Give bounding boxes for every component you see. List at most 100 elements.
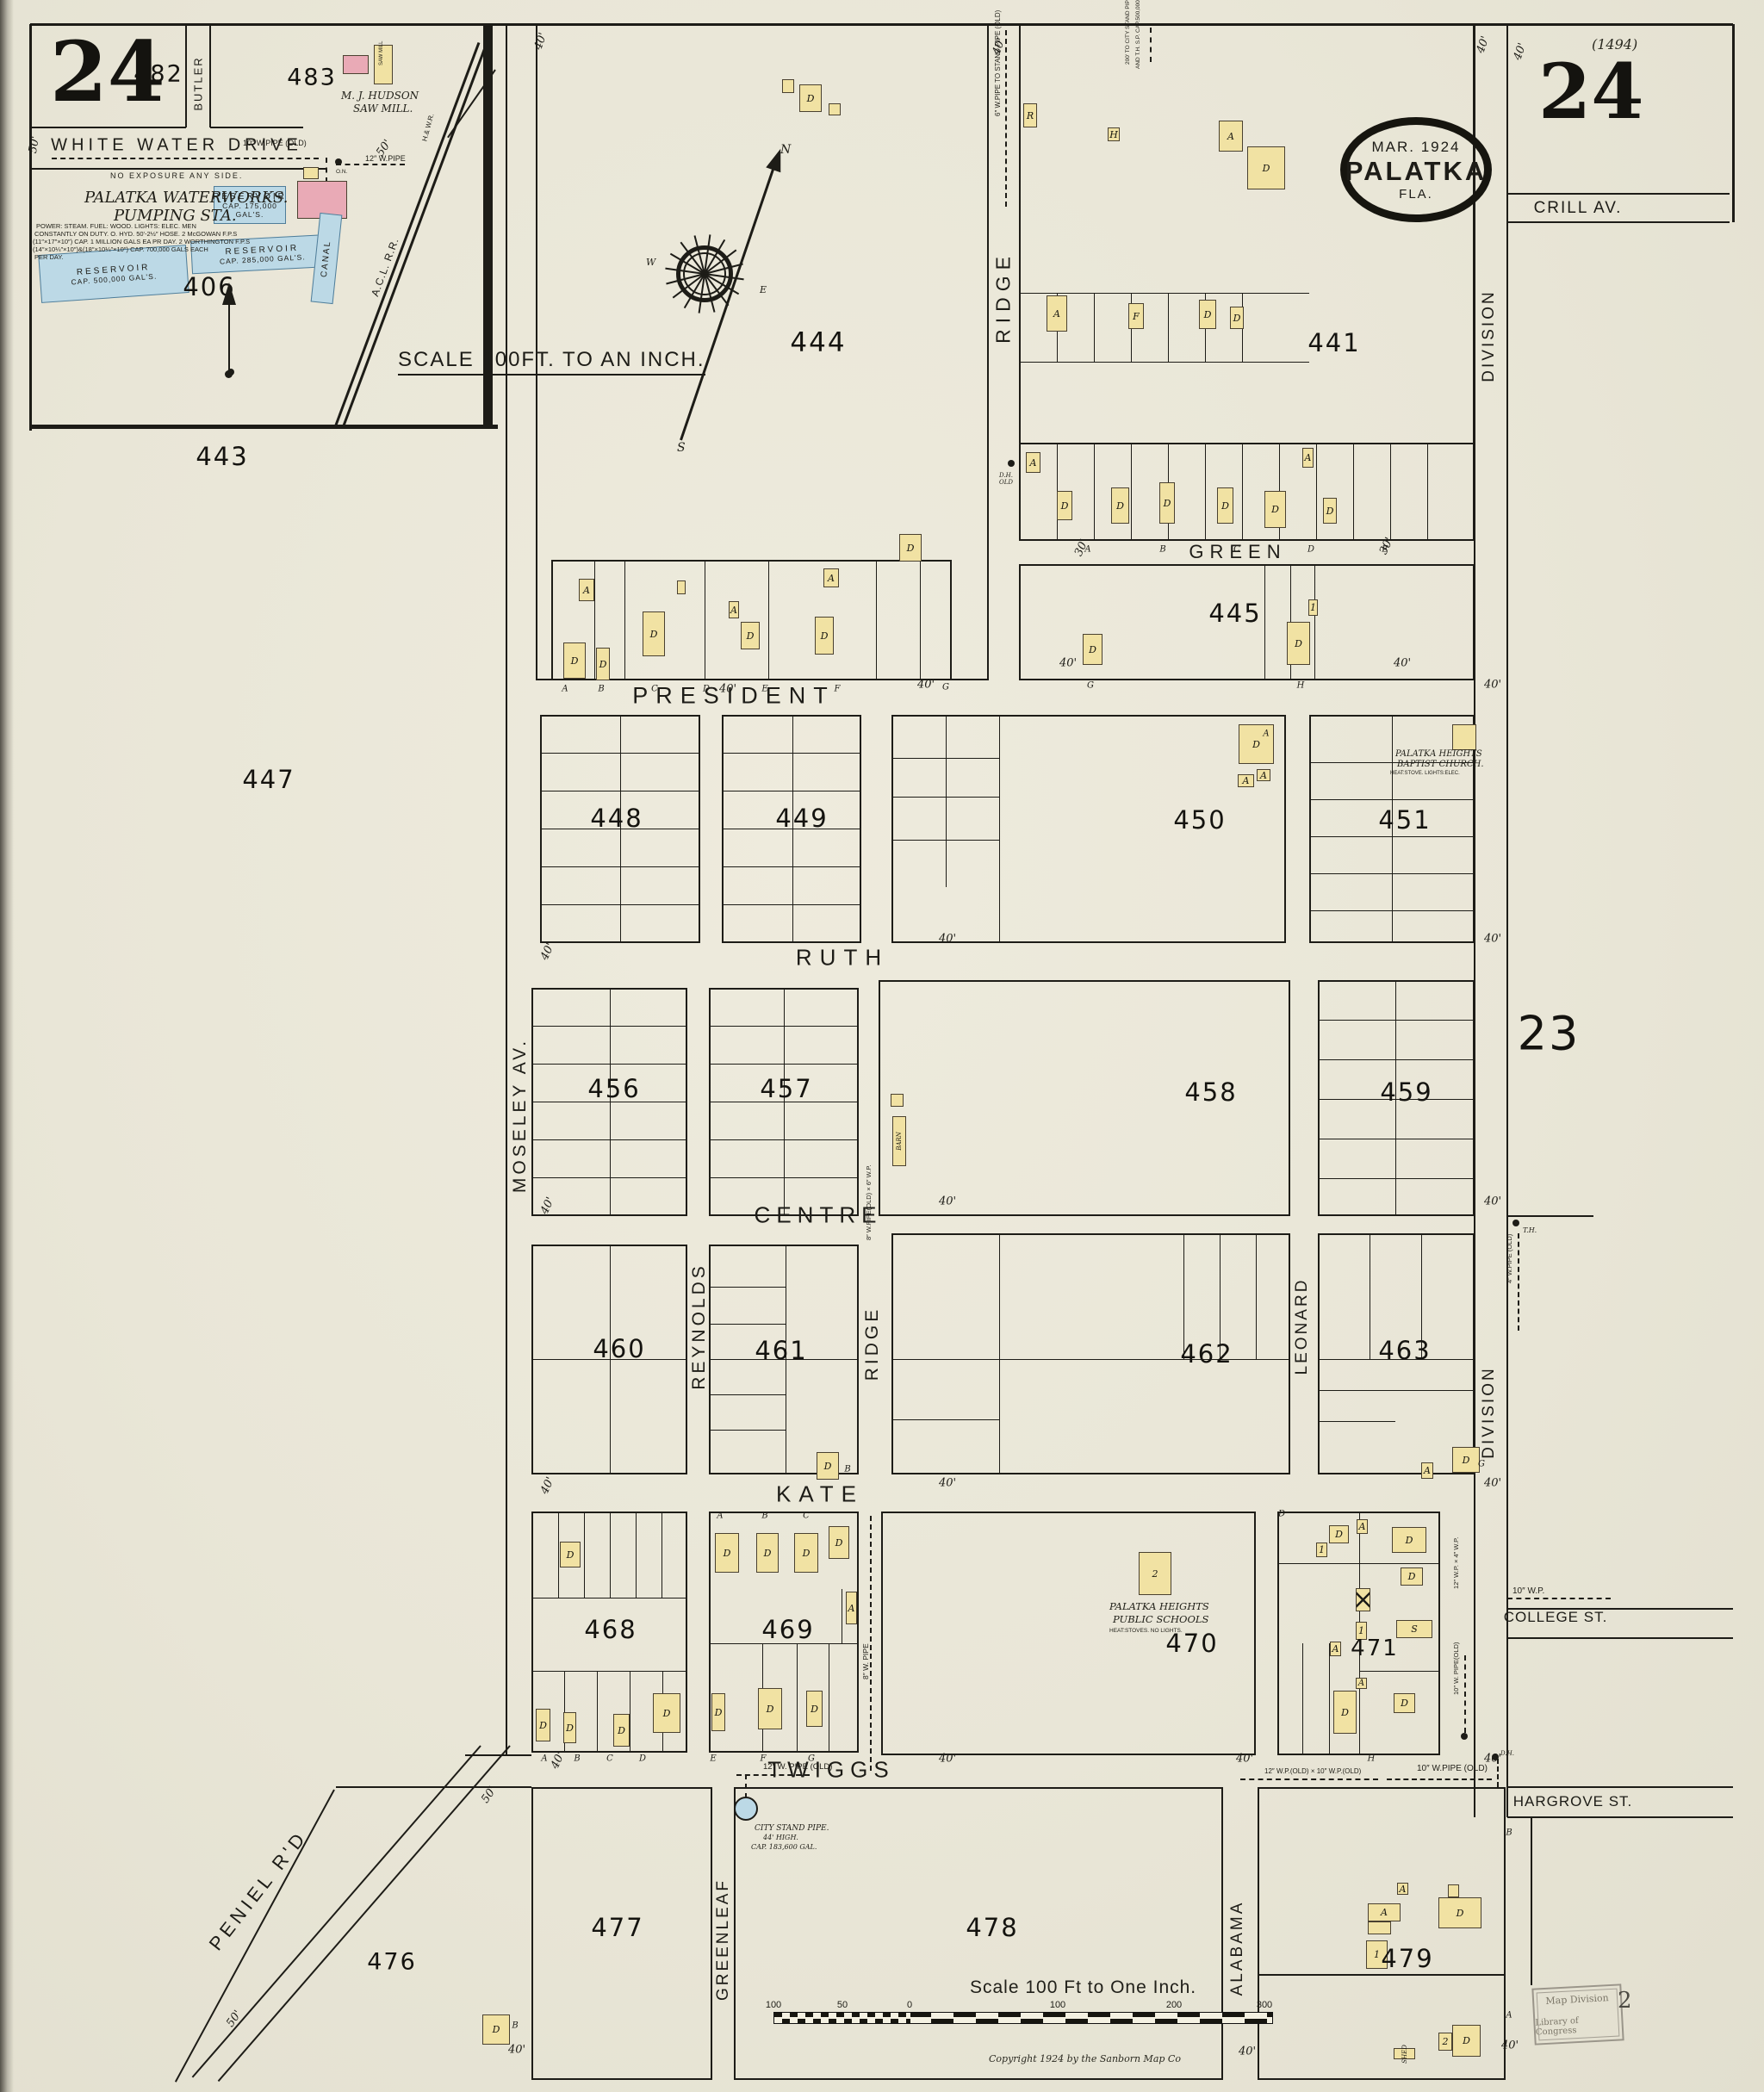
- building: 1: [1308, 599, 1318, 616]
- utility-dot: [1492, 1754, 1499, 1760]
- block-number: 462: [1180, 1339, 1233, 1369]
- street-label: CENTRE: [754, 1201, 883, 1228]
- block-number: 447: [242, 765, 295, 794]
- map-line: [1264, 564, 1265, 680]
- building-label: D: [766, 1703, 774, 1715]
- map-line: [722, 752, 861, 754]
- block-outline: [531, 1787, 712, 2080]
- map-line: [709, 1286, 786, 1288]
- pipe-line: [1518, 1233, 1519, 1331]
- pipe-line: [326, 158, 327, 183]
- lot-letter: E: [710, 1754, 717, 1764]
- map-line: [1258, 1974, 1506, 1976]
- building: A: [823, 568, 839, 587]
- building-label: D: [662, 1707, 671, 1719]
- map-line: [1314, 564, 1315, 680]
- building-label: D: [820, 630, 829, 642]
- block-outline: [891, 715, 1286, 943]
- street-label: PENIEL R'D: [204, 1826, 312, 1955]
- map-line: [1255, 1233, 1257, 1359]
- block-number: 469: [761, 1615, 815, 1644]
- street-width-mark: 40': [1474, 34, 1493, 56]
- building: D: [715, 1533, 739, 1573]
- map-line: [1318, 1058, 1475, 1060]
- street-label: KATE: [776, 1481, 864, 1507]
- map-line: [563, 1671, 565, 1753]
- sheet-number-top-left: 24: [50, 23, 165, 121]
- map-line: [1506, 24, 1508, 1817]
- stamp-line2: Library of Congress: [1535, 2016, 1580, 2038]
- lot-letter: F: [760, 1754, 767, 1764]
- block-number: 482: [134, 60, 183, 88]
- building-label: D: [823, 1460, 832, 1472]
- building: BARN: [892, 1116, 906, 1166]
- map-annotation: HEAT:STOVES. NO LIGHTS.: [1109, 1628, 1183, 1634]
- map-line: [1389, 444, 1391, 541]
- map-line: [891, 1358, 1290, 1360]
- building: A: [846, 1592, 857, 1624]
- block-number: 468: [584, 1615, 637, 1644]
- street-width-mark: 40': [938, 1752, 957, 1766]
- map-line: [891, 839, 999, 841]
- street-width-mark: 40': [916, 678, 935, 692]
- building: [782, 79, 794, 93]
- building: D: [1401, 1567, 1423, 1586]
- building-label: D: [1116, 500, 1124, 512]
- building-label: A: [1260, 769, 1267, 781]
- block-number: 451: [1378, 805, 1432, 835]
- building: D: [563, 642, 586, 679]
- map-line: [336, 1786, 531, 1788]
- building-label: D: [1203, 308, 1212, 320]
- building-label: D: [1401, 1698, 1408, 1709]
- block-number: 443: [196, 442, 249, 471]
- building-label: 1: [1319, 1544, 1325, 1555]
- street-label: RIDGE: [991, 251, 1015, 344]
- building-label: D: [723, 1547, 731, 1559]
- building-label: 2: [1152, 1567, 1158, 1580]
- building-label: D: [566, 1549, 575, 1561]
- building: D: [1239, 724, 1274, 764]
- map-line: [593, 560, 595, 680]
- building: D: [817, 1452, 839, 1480]
- north-arrow-base-icon: [225, 370, 233, 378]
- street-label: GREENLEAF: [714, 1878, 732, 2002]
- map-annotation: O.N.: [336, 169, 348, 175]
- map-line: [30, 22, 1733, 26]
- map-line: [28, 24, 32, 431]
- scale-tick: 100: [765, 2000, 782, 2010]
- building-label: SHED: [1401, 2044, 1408, 2064]
- building-label: D: [1407, 1571, 1416, 1582]
- building: A: [1026, 452, 1040, 473]
- building-label: D: [566, 1722, 574, 1734]
- map-line: [891, 1418, 999, 1420]
- map-line: [557, 1512, 559, 1598]
- building: [343, 55, 369, 74]
- building: D: [1083, 634, 1102, 665]
- block-number: 449: [775, 804, 829, 833]
- building: A: [1421, 1462, 1433, 1479]
- building-label: A: [730, 604, 737, 616]
- building: F: [1128, 303, 1144, 329]
- building-label: A: [1332, 1643, 1339, 1654]
- lot-letter: F: [834, 684, 841, 694]
- building: A: [1330, 1642, 1341, 1656]
- scale-tick: 100: [1049, 2000, 1066, 2010]
- map-line: [465, 1754, 531, 1756]
- street-label: REYNOLDS: [689, 1263, 709, 1390]
- building-label: D: [906, 542, 915, 554]
- map-line: [792, 715, 793, 943]
- lot-letter: A: [562, 684, 568, 694]
- map-annotation: 200' TO CITY STAND PIPE: [1125, 0, 1131, 65]
- pipe-line: [1464, 1655, 1466, 1733]
- map-annotation: 10″ W.PIPE (OLD): [1417, 1764, 1488, 1773]
- building: [374, 45, 393, 84]
- building-label: D: [1163, 497, 1171, 509]
- lot-letter: D: [702, 684, 711, 694]
- building-label: BARN: [896, 1132, 904, 1151]
- map-annotation: 10″ W.PIPE (OLD): [243, 139, 307, 147]
- pipe-line: [1005, 30, 1007, 207]
- pipe-line: [1507, 1598, 1611, 1599]
- map-annotation: OLD: [999, 479, 1013, 486]
- street-width-mark: 40': [548, 1749, 568, 1772]
